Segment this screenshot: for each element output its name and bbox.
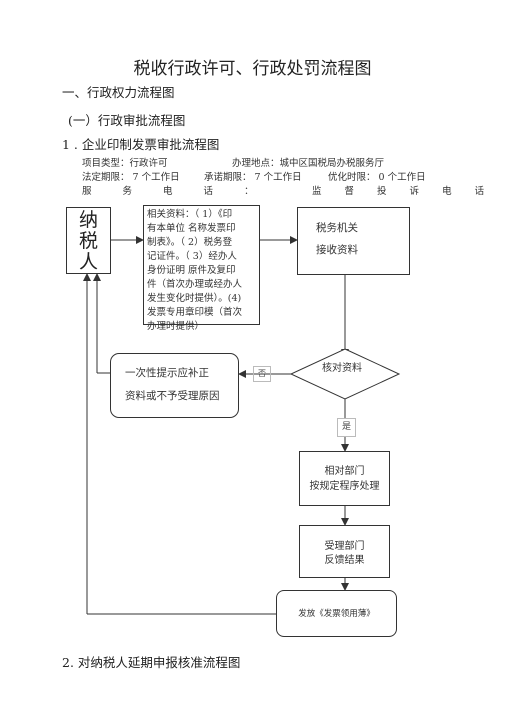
materials-line: 制表》。（ 2）税务登	[147, 237, 233, 248]
optimized-period: 优化时限： 0 个工作日	[328, 172, 426, 183]
legal-period: 法定期限： 7 个工作日	[82, 172, 180, 183]
materials-line: 记证件。（ 3）经办人	[147, 251, 237, 262]
materials-line: 发生变化时提供）。(4)	[147, 293, 242, 304]
service-phone: 服 务 电 话 ：	[82, 186, 268, 197]
section-heading: 一、行政权力流程图	[62, 85, 175, 100]
materials-line: 办理时提供）	[147, 321, 205, 332]
subsection-heading: (一）行政审批流程图	[68, 113, 186, 128]
promised-period: 承诺期限： 7 个工作日	[204, 172, 302, 183]
materials-line: 身份证明 原件及复印	[147, 265, 236, 276]
materials-box: 相关资料：（ 1）《印 有本单位 名称发票印 制表》。（ 2）税务登 记证件。（…	[143, 205, 260, 332]
process-line-2: 按规定程序处理	[309, 481, 380, 492]
issue-box: 发放《发票领用薄》	[276, 590, 397, 637]
receive-line-2: 接收资料	[316, 244, 358, 256]
no-label: 否	[253, 366, 271, 382]
page-title: 税收行政许可、行政处罚流程图	[133, 59, 372, 79]
item-heading-2: 2. 对纳税人延期申报核准流程图	[62, 655, 241, 670]
materials-line: 相关资料：（ 1）《印	[147, 209, 233, 220]
materials-line: 发票专用章印模（首次	[147, 307, 243, 318]
process-box: 相对部门 按规定程序处理	[299, 451, 390, 506]
check-label: 核对资料	[322, 363, 362, 374]
materials-line: 件（首次办理或经办人	[147, 279, 243, 290]
check-diamond	[289, 348, 401, 400]
receive-line-1: 税务机关	[316, 222, 358, 234]
item-heading-1: 1 . 企业印制发票审批流程图	[62, 137, 220, 152]
project-type: 项目类型：行政许可	[82, 158, 168, 169]
notice-box: 一次性提示应补正 资料或不予受理原因	[110, 353, 239, 418]
receive-box: 税务机关 接收资料	[297, 207, 410, 275]
feedback-line-2: 反馈结果	[324, 555, 365, 566]
feedback-box: 受理部门 反馈结果	[299, 525, 390, 578]
supervise-phone: 监 督 投 诉 电 话 ：	[312, 186, 505, 197]
yes-label: 是	[337, 418, 356, 437]
location: 办理地点：城中区国税局办税服务厅	[232, 158, 385, 169]
notice-line-1: 一次性提示应补正	[125, 367, 209, 379]
taxpayer-box: 纳税人	[66, 207, 111, 274]
process-line-1: 相对部门	[324, 466, 365, 477]
taxpayer-label: 纳税人	[79, 209, 99, 273]
feedback-line-1: 受理部门	[324, 541, 365, 552]
issue-label: 发放《发票领用薄》	[298, 609, 375, 619]
materials-line: 有本单位 名称发票印	[147, 223, 236, 234]
notice-line-2: 资料或不予受理原因	[125, 390, 220, 402]
